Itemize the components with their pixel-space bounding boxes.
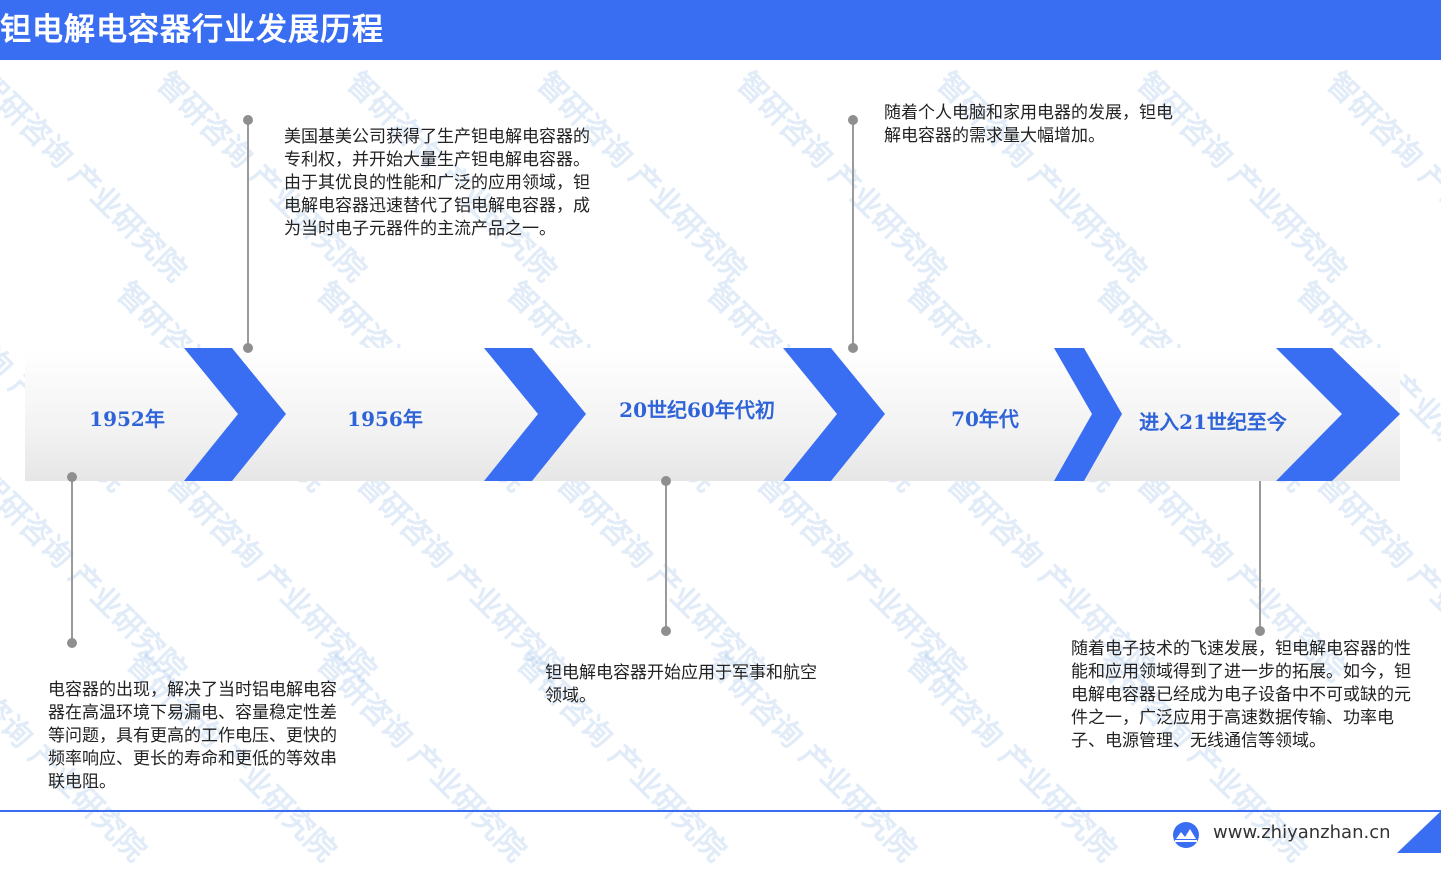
- stage-label-1970s: 70年代: [951, 407, 1019, 431]
- watermark-text: 智研咨询 产业研究院: [549, 465, 773, 689]
- globe-logo-icon: [1173, 822, 1199, 848]
- footer-divider: [0, 810, 1441, 812]
- connector-dot: [243, 115, 253, 125]
- connector-dot: [661, 626, 671, 636]
- watermark-text: 智研咨询 产业研究院: [1319, 65, 1441, 289]
- stage-label-1952: 1952年: [89, 407, 165, 431]
- chevron-arrow-icon: [484, 348, 586, 481]
- header-bar: 钽电解电容器行业发展历程: [0, 0, 1441, 60]
- watermark-text: 智研咨询 产业研究院: [309, 645, 533, 869]
- stage-label-1960s: 20世纪60年代初: [619, 398, 775, 422]
- watermark-text: 智研咨询 产业研究院: [929, 65, 1153, 289]
- connector-line: [852, 120, 854, 348]
- stage-description-1970s: 随着个人电脑和家用电器的发展，钽电解电容器的需求量大幅增加。: [884, 103, 1173, 146]
- stage-description-1956: 美国基美公司获得了生产钽电解电容器的专利权，并开始大量生产钽电解电容器。由于其优…: [284, 127, 590, 239]
- stage-label-1956: 1956年: [347, 407, 423, 431]
- page-title: 钽电解电容器行业发展历程: [0, 12, 384, 48]
- connector-dot: [661, 476, 671, 486]
- connector-line: [247, 120, 249, 348]
- connector-line: [71, 477, 73, 643]
- stage-label-21st-century: 进入21世纪至今: [1139, 410, 1287, 434]
- connector-dot: [67, 472, 77, 482]
- chevron-arrow-icon: [1276, 348, 1400, 481]
- connector-line: [1259, 481, 1261, 631]
- watermark-text: 智研咨询 产业研究院: [349, 465, 573, 689]
- connector-line: [665, 481, 667, 631]
- connector-dot: [848, 115, 858, 125]
- watermark-text: 智研咨询 产业研究院: [729, 65, 953, 289]
- watermark-text: 智研咨询 产业研究院: [0, 65, 193, 289]
- website-link[interactable]: www.zhiyanzhan.cn: [1213, 822, 1391, 843]
- chevron-arrow-icon: [1054, 348, 1122, 481]
- watermark-text: 智研咨询 产业研究院: [0, 465, 193, 689]
- stage-description-1952: 电容器的出现，解决了当时铝电解电容器在高温环境下易漏电、容量稳定性差等问题，具有…: [48, 680, 337, 792]
- chevron-arrow-icon: [783, 348, 885, 481]
- watermark-text: 智研咨询 产业研究院: [749, 465, 973, 689]
- connector-dot: [1255, 626, 1265, 636]
- connector-dot: [67, 638, 77, 648]
- connector-dot: [848, 343, 858, 353]
- stage-description-1960s: 钽电解电容器开始应用于军事和航空领域。: [545, 663, 817, 706]
- footer-corner-triangle: [1397, 811, 1441, 853]
- chevron-arrow-icon: [184, 348, 286, 481]
- stage-description-21st-century: 随着电子技术的飞速发展，钽电解电容器的性能和应用领域得到了进一步的拓展。如今，钽…: [1071, 639, 1411, 751]
- watermark-text: 智研咨询 产业研究院: [159, 465, 383, 689]
- connector-dot: [243, 343, 253, 353]
- watermark-text: 智研咨询 产业研究院: [1129, 65, 1353, 289]
